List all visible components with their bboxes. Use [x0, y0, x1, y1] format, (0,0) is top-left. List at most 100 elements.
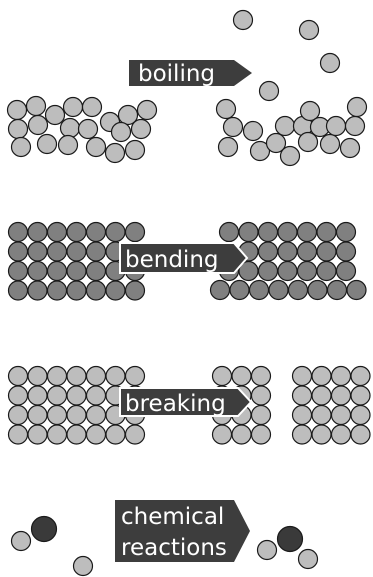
solid-particle [48, 281, 67, 300]
liquid-particle [341, 139, 360, 158]
solid-particle [293, 425, 312, 444]
solid-particle [312, 386, 331, 405]
solid-particle [67, 406, 86, 425]
solid-particle [269, 281, 288, 300]
solid-particle [87, 367, 106, 386]
solid-particle [312, 367, 331, 386]
product-particle [258, 541, 277, 560]
breaking-label: breaking [125, 391, 226, 417]
solid-particle [351, 367, 370, 386]
solid-particle [298, 223, 317, 242]
solid-particle [28, 242, 47, 261]
solid-particle [48, 367, 67, 386]
solid-particle [28, 386, 47, 405]
solid-particle [332, 406, 351, 425]
solid-particle [48, 406, 67, 425]
solid-particle [239, 223, 258, 242]
solid-particle [9, 223, 28, 242]
liquid-particle [83, 98, 102, 117]
liquid-particle [38, 135, 57, 154]
solid-particle [28, 262, 47, 281]
chemical-label: chemical [121, 504, 224, 530]
liquid-particle [217, 100, 236, 119]
liquid-particle [327, 117, 346, 136]
solid-particle [126, 223, 145, 242]
liquid-particle [59, 136, 78, 155]
solid-particle [9, 367, 28, 386]
solid-particle [87, 281, 106, 300]
solid-particle [87, 262, 106, 281]
solid-particle [28, 281, 47, 300]
liquid-particle [112, 123, 131, 142]
solid-particle [220, 223, 239, 242]
liquid-particle [132, 120, 151, 139]
solid-particle [312, 406, 331, 425]
product-particle [299, 550, 318, 569]
breaking-arrow: breaking [120, 388, 251, 417]
liquid-particle [9, 120, 28, 139]
liquid-particle [281, 147, 300, 166]
solid-particle [9, 386, 28, 405]
solid-particle [106, 281, 125, 300]
solid-particle [250, 281, 269, 300]
liquid-particle [61, 119, 80, 138]
boiling-arrow: boiling [129, 60, 252, 87]
solid-particle [106, 425, 125, 444]
solid-particle [308, 281, 327, 300]
solid-particle [278, 223, 297, 242]
product-particle [278, 527, 303, 552]
solid-particle [126, 281, 145, 300]
liquid-particle [219, 138, 238, 157]
solid-particle [278, 242, 297, 261]
reactant-particle [12, 532, 31, 551]
gas-particle [260, 82, 279, 101]
solid-particle [67, 425, 86, 444]
solid-particle [9, 425, 28, 444]
solid-particle [232, 425, 251, 444]
liquid-particle [87, 138, 106, 157]
solid-particle [332, 386, 351, 405]
chemical-reactions-arrow: chemical reactions [115, 500, 250, 562]
solid-particle [9, 242, 28, 261]
solid-particle [28, 425, 47, 444]
liquid-particle [27, 97, 46, 116]
liquid-particle [12, 138, 31, 157]
solid-particle [48, 223, 67, 242]
solid-particle [232, 367, 251, 386]
liquid-particle [46, 106, 65, 125]
solid-particle [337, 223, 356, 242]
solid-particle [293, 386, 312, 405]
solid-particle [48, 262, 67, 281]
solid-particle [252, 406, 271, 425]
solid-particle [337, 242, 356, 261]
solid-particle [9, 281, 28, 300]
solid-particle [67, 262, 86, 281]
bending-arrow: bending [120, 243, 247, 273]
solid-particle [252, 367, 271, 386]
solid-particle [211, 281, 230, 300]
gas-particle [300, 21, 319, 40]
solid-particle [317, 242, 336, 261]
liquid-particle [348, 98, 367, 117]
solid-particle [298, 242, 317, 261]
solid-particle [48, 425, 67, 444]
solid-particle [259, 223, 278, 242]
solid-particle [106, 367, 125, 386]
solid-particle [289, 281, 308, 300]
gas-particle [234, 11, 253, 30]
liquid-particle [126, 141, 145, 160]
solid-particle [67, 223, 86, 242]
solid-particle [317, 262, 336, 281]
liquid-particle [224, 118, 243, 137]
solid-particle [87, 223, 106, 242]
solid-particle [126, 367, 145, 386]
gas-particle [321, 54, 340, 73]
solid-particle [259, 262, 278, 281]
solid-particle [48, 242, 67, 261]
solid-particle [332, 367, 351, 386]
solid-particle [126, 425, 145, 444]
solid-particle [67, 386, 86, 405]
liquid-particle [244, 122, 263, 141]
solid-particle [28, 367, 47, 386]
